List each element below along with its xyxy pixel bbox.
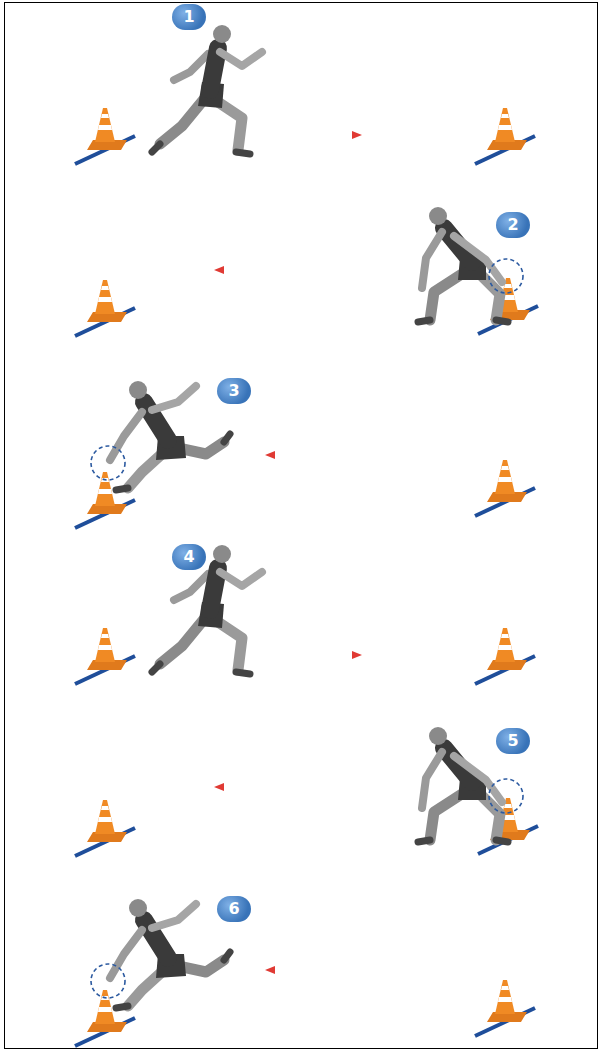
frame: [4, 2, 598, 1049]
callout-number: 6: [217, 896, 251, 922]
callout-number: 1: [172, 4, 206, 30]
callout-number: 2: [496, 212, 530, 238]
callout-number: 5: [496, 728, 530, 754]
callout-number: 3: [217, 378, 251, 404]
callout-number: 4: [172, 544, 206, 570]
